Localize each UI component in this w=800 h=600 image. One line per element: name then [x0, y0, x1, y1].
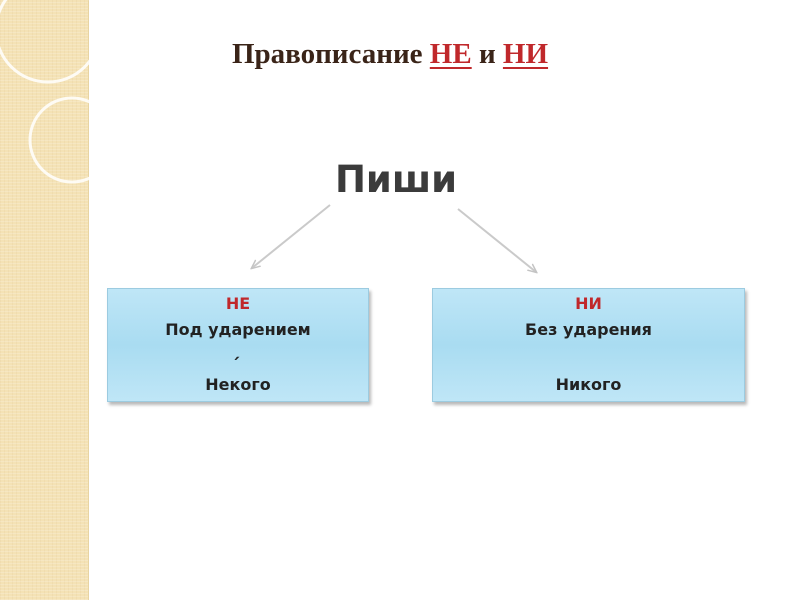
rule-box-ni-example: Никого	[555, 375, 622, 394]
rule-box-ne-example-wrap: ´ Некого	[205, 357, 271, 395]
rule-box-ne-description: Под ударением	[165, 320, 311, 339]
rule-box-ne-example-row: ´ Некого	[108, 357, 368, 395]
arrow-right	[457, 208, 536, 272]
rule-box-ne: НЕ Под ударением ´ Некого	[107, 288, 369, 402]
rule-box-ni-description: Без ударения	[525, 320, 652, 339]
root-node-label: Пиши	[334, 158, 458, 201]
rule-box-ni: НИ Без ударения Никого	[432, 288, 745, 402]
title-prefix: Правописание	[231, 38, 430, 70]
arrow-left	[252, 204, 331, 268]
decorative-rings	[0, 0, 116, 184]
title-conjunction: и	[471, 38, 503, 70]
rule-box-ni-heading: НИ	[575, 294, 602, 313]
title-ne: НЕ	[429, 38, 472, 70]
rule-box-ne-example: Некого	[205, 375, 271, 394]
stress-mark: ´	[231, 355, 241, 376]
rule-box-ne-heading: НЕ	[225, 294, 251, 313]
slide-title: Правописание НЕ и НИ	[0, 38, 780, 71]
decorative-side-strip	[0, 0, 89, 600]
title-ni: НИ	[502, 38, 549, 70]
